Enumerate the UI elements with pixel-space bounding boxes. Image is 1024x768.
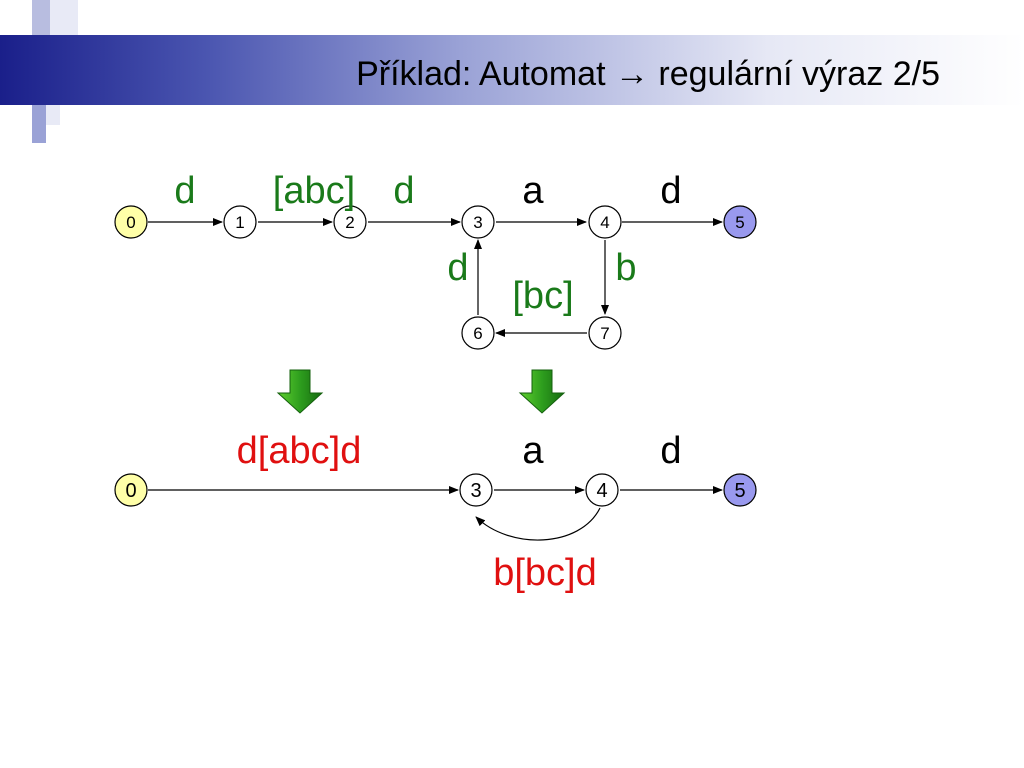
state-bottom-0: 0	[114, 473, 148, 507]
deco-square-3	[50, 0, 78, 35]
edge-label-top-4-5: d	[660, 170, 681, 212]
state-top-2: 2	[333, 205, 367, 239]
top-automaton: 0 1 2 3 4 5 6 7 d [a	[114, 170, 757, 350]
down-arrow-left	[276, 369, 324, 414]
state-top-7: 7	[588, 316, 622, 350]
state-label: 5	[734, 480, 745, 502]
state-top-1: 1	[223, 205, 257, 239]
bottom-automaton: 0 3 4 5 d[abc]d a d b[bc]d	[114, 430, 757, 594]
state-label: 1	[235, 213, 244, 232]
edge-label-bottom-4-5: d	[660, 430, 681, 472]
deco-square-2	[32, 0, 50, 35]
state-label: 3	[473, 213, 482, 232]
down-arrow-right	[518, 369, 566, 414]
state-label: 0	[126, 213, 135, 232]
edge-label-bottom-3-4: a	[522, 430, 544, 472]
deco-square-7	[46, 105, 60, 125]
edge-label-bottom-0-3: d[abc]d	[237, 430, 362, 472]
page-title: Příklad: Automat → regulární výraz 2/5	[356, 55, 940, 93]
state-bottom-5: 5	[723, 473, 757, 507]
deco-square-6	[32, 105, 46, 143]
edge-label-top-6-3: d	[447, 247, 468, 289]
state-top-0: 0	[114, 205, 148, 239]
edge-label-top-1-2: [abc]	[273, 170, 355, 212]
edge-label-top-0-1: d	[174, 170, 195, 212]
title-band	[0, 35, 1024, 105]
edge-label-top-3-4: a	[522, 170, 544, 212]
state-label: 4	[600, 213, 609, 232]
state-label: 5	[735, 213, 744, 232]
state-label: 3	[470, 480, 481, 502]
edge-label-top-2-3: d	[393, 170, 414, 212]
edge-bottom-4-3	[475, 507, 601, 541]
state-label: 4	[596, 480, 607, 502]
state-top-6: 6	[461, 316, 495, 350]
state-top-3: 3	[461, 205, 495, 239]
state-top-5: 5	[723, 205, 757, 239]
state-label: 6	[473, 324, 482, 343]
state-label: 0	[125, 480, 136, 502]
state-top-4: 4	[588, 205, 622, 239]
edge-label-top-4-7: b	[615, 247, 636, 289]
state-label: 7	[600, 324, 609, 343]
state-bottom-3: 3	[459, 473, 493, 507]
edge-label-bottom-4-3: b[bc]d	[493, 552, 597, 594]
edge-label-top-7-6: [bc]	[512, 275, 573, 317]
state-label: 2	[345, 213, 354, 232]
state-bottom-4: 4	[585, 473, 619, 507]
